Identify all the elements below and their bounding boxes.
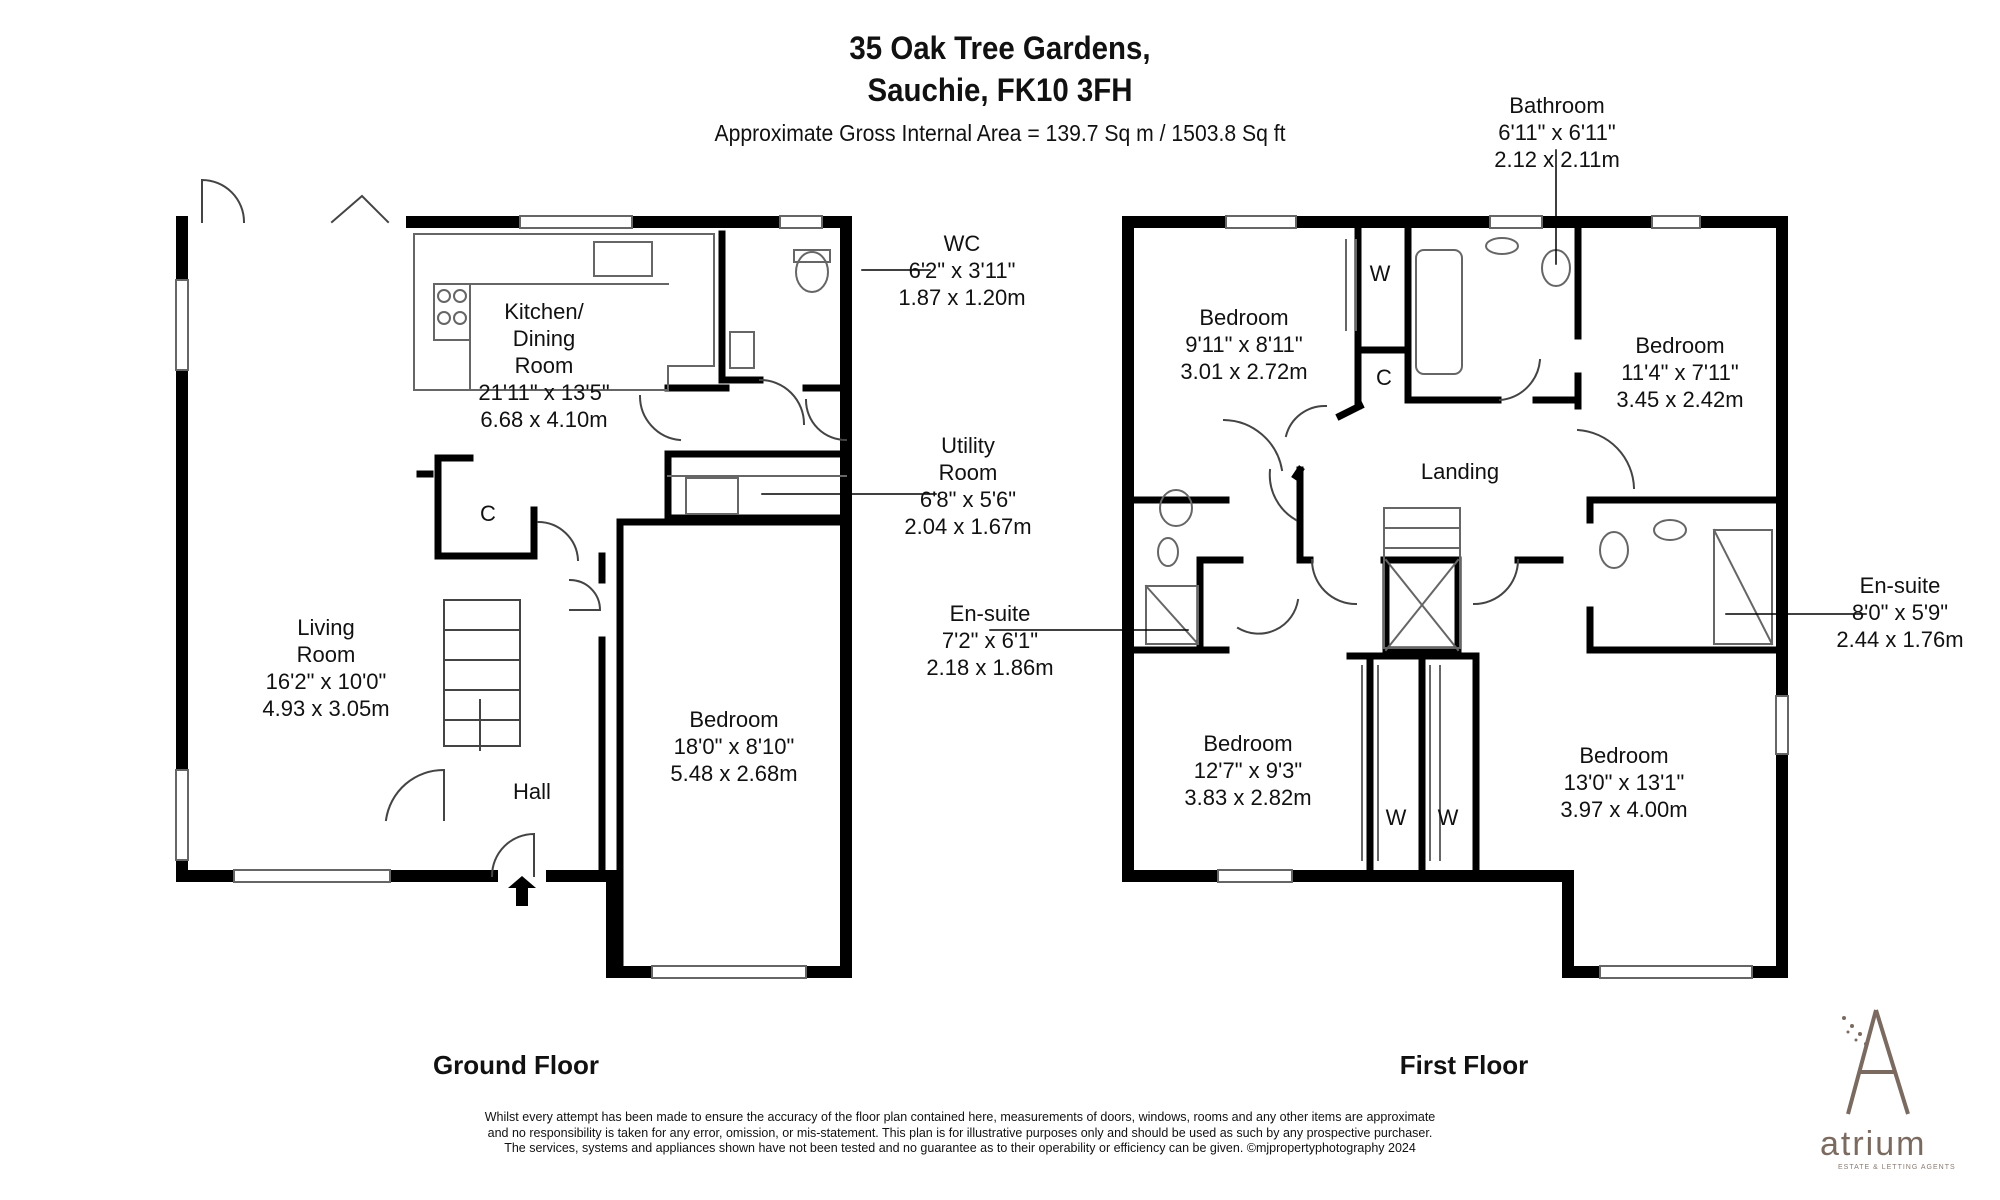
room-label-bedroom-ne: Bedroom 11'4" x 7'11" 3.45 x 2.42m bbox=[1616, 333, 1744, 412]
disclaimer-line-1: Whilst every attempt has been made to en… bbox=[484, 1110, 1436, 1124]
ground-floor-inner-walls bbox=[416, 230, 850, 970]
gross-internal-area: Approximate Gross Internal Area = 139.7 … bbox=[714, 120, 1286, 146]
floor-label-first: First Floor bbox=[1399, 1050, 1529, 1080]
floor-label-ground: Ground Floor bbox=[432, 1050, 600, 1080]
first-floor-doors bbox=[1222, 358, 1636, 635]
wc-fixtures bbox=[729, 249, 831, 369]
logo-tagline: ESTATE & LETTING AGENTS bbox=[1838, 1164, 1956, 1171]
ground-stairs bbox=[443, 599, 521, 751]
room-label-ground-bedroom: Bedroom 18'0" x 8'10" 5.48 x 2.68m bbox=[670, 707, 798, 786]
kitchen-units bbox=[413, 233, 847, 515]
first-floor-fixtures bbox=[1144, 237, 1774, 861]
room-label-bathroom: Bathroom 6'11" x 6'11" 2.12 x 2.11m bbox=[1494, 93, 1620, 172]
disclaimer-line-2: and no responsibility is taken for any e… bbox=[487, 1125, 1433, 1140]
room-label-living: Living Room 16'2" x 10'0" 4.93 x 3.05m bbox=[262, 615, 390, 721]
room-label-bedroom-sw: Bedroom 12'7" x 9'3" 3.83 x 2.82m bbox=[1184, 731, 1312, 810]
room-label-bedroom-se: Bedroom 13'0" x 13'1" 3.97 x 4.00m bbox=[1560, 743, 1688, 822]
room-label-kitchen: Kitchen/ Dining Room 21'11" x 13'5" 6.68… bbox=[478, 299, 610, 432]
first-floor-walls bbox=[1122, 216, 1788, 978]
room-label-hall: Hall bbox=[513, 779, 551, 804]
room-label-wc: WC 6'2" x 3'11" 1.87 x 1.20m bbox=[898, 231, 1026, 310]
ground-floor-walls bbox=[176, 216, 852, 978]
ground-windows bbox=[175, 215, 823, 979]
room-label-first-cupboard: C bbox=[1376, 365, 1392, 390]
room-label-cupboard: C bbox=[480, 501, 496, 526]
room-label-utility: Utility Room 6'8" x 5'6" 2.04 x 1.67m bbox=[904, 433, 1032, 539]
room-label-wardrobe-2: W bbox=[1437, 805, 1459, 830]
room-label-wardrobe-1: W bbox=[1385, 805, 1407, 830]
first-floor-windows bbox=[1217, 215, 1789, 979]
room-label-landing: Landing bbox=[1420, 459, 1500, 484]
entrance-arrow-icon bbox=[508, 876, 536, 906]
address-line-2: Sauchie, FK10 3FH bbox=[867, 72, 1133, 108]
address-line-1: 35 Oak Tree Gardens, bbox=[849, 30, 1151, 66]
disclaimer-line-3: The services, systems and appliances sho… bbox=[504, 1141, 1416, 1155]
callout-lines bbox=[761, 149, 1867, 631]
first-floor-inner-walls bbox=[1130, 224, 1786, 874]
ground-doors bbox=[201, 178, 848, 878]
disclaimer: Whilst every attempt has been made to en… bbox=[370, 1110, 1550, 1157]
room-label-ensuite-e: En-suite 8'0" x 5'9" 2.44 x 1.76m bbox=[1836, 573, 1964, 652]
room-label-wardrobe-top: W bbox=[1369, 261, 1391, 286]
room-label-bedroom-nw: Bedroom 9'11" x 8'11" 3.01 x 2.72m bbox=[1180, 305, 1308, 384]
room-label-ensuite-w: En-suite 7'2" x 6'1" 2.18 x 1.86m bbox=[926, 601, 1054, 680]
logo-wordmark: atrium bbox=[1820, 1125, 1927, 1163]
